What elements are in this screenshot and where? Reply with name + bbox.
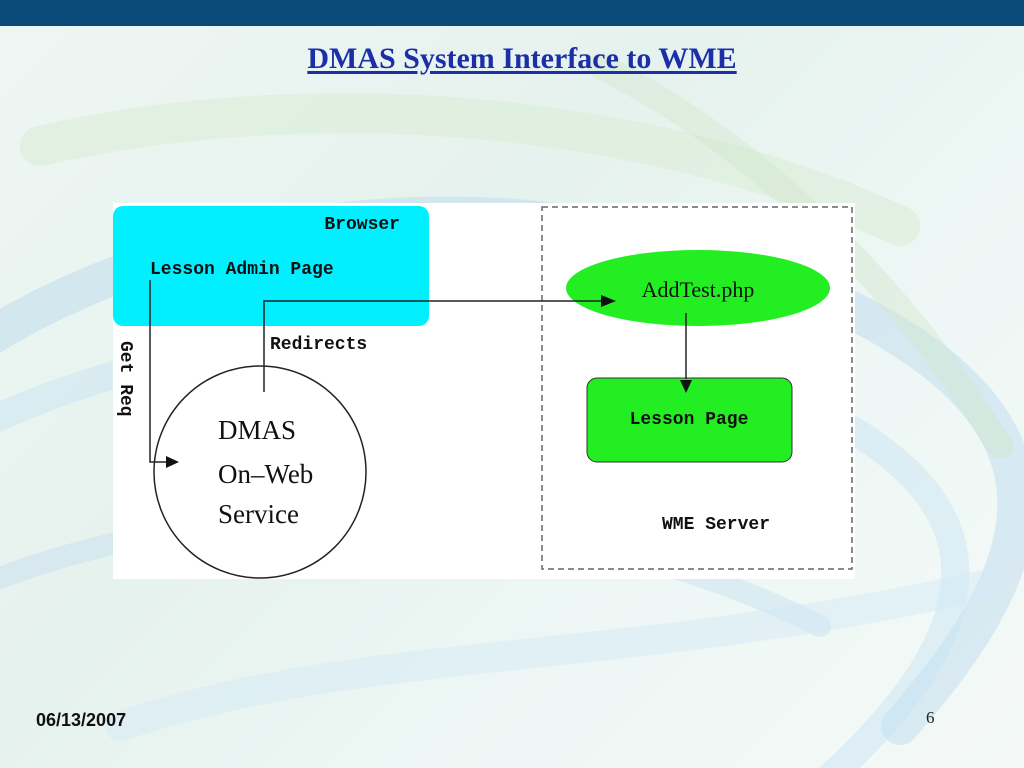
dmas-service-node xyxy=(153,365,367,579)
addtest-to-lesson-arrowhead xyxy=(680,380,692,393)
wme-server-label: WME Server xyxy=(662,515,770,535)
addtest-label: AddTest.php xyxy=(642,277,755,302)
get-req-label: Get Req xyxy=(115,341,135,417)
browser-title: Browser xyxy=(324,215,400,235)
get-req-arrowhead xyxy=(166,456,179,468)
wme-server-region xyxy=(541,206,853,570)
page-number: 6 xyxy=(926,708,935,727)
lesson-admin-page-label: Lesson Admin Page xyxy=(150,260,334,280)
browser-box xyxy=(113,206,429,326)
architecture-diagram: Browser Lesson Admin Page Redirects Get … xyxy=(113,203,855,579)
lesson-page-node xyxy=(586,377,793,463)
dmas-label-line2: On–Web xyxy=(218,459,313,489)
dmas-label-line1: DMAS xyxy=(218,415,296,445)
redirects-arrowhead xyxy=(601,295,616,307)
addtest-node xyxy=(566,250,830,326)
get-req-edge xyxy=(149,280,166,463)
slide-title: DMAS System Interface to WME xyxy=(307,42,737,75)
top-banner-bar xyxy=(0,0,1024,26)
redirects-label: Redirects xyxy=(270,335,367,355)
redirects-edge xyxy=(263,300,603,392)
footer-date: 06/13/2007 xyxy=(36,710,127,730)
lesson-page-label: Lesson Page xyxy=(630,410,749,430)
dmas-label-line3: Service xyxy=(218,499,299,529)
